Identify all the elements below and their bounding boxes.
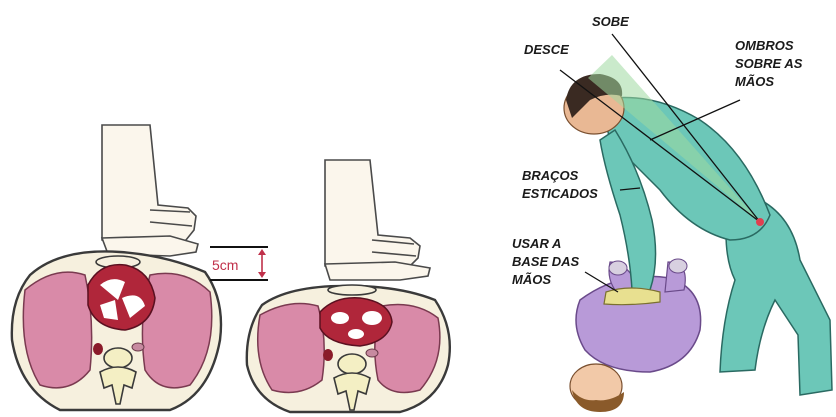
rescuer-hand-relaxed bbox=[102, 125, 198, 256]
pivot-point bbox=[756, 218, 764, 226]
heart-compressed bbox=[320, 298, 392, 346]
svg-text:BASE DAS: BASE DAS bbox=[512, 254, 580, 269]
aorta-compressed bbox=[323, 349, 333, 361]
left-lung-compressed bbox=[258, 303, 325, 392]
rescuer-hands bbox=[604, 288, 660, 305]
label-desce: DESCE bbox=[524, 42, 569, 57]
depth-label: 5cm bbox=[212, 257, 238, 273]
label-bracos: BRAÇOS ESTICADOS bbox=[522, 168, 598, 201]
chest-cross-section-compressed bbox=[247, 160, 450, 412]
svg-text:OMBROS: OMBROS bbox=[735, 38, 794, 53]
svg-text:USAR A: USAR A bbox=[512, 236, 561, 251]
esophagus bbox=[132, 343, 144, 351]
left-lung bbox=[23, 272, 91, 388]
svg-text:MÃOS: MÃOS bbox=[735, 74, 774, 89]
chest-cross-section-relaxed bbox=[12, 125, 221, 410]
sternum-compressed bbox=[328, 285, 376, 295]
label-sobe: SOBE bbox=[592, 14, 629, 29]
label-usar: USAR A BASE DAS MÃOS bbox=[512, 236, 580, 287]
svg-text:ESTICADOS: ESTICADOS bbox=[522, 186, 598, 201]
label-ombros: OMBROS SOBRE AS MÃOS bbox=[735, 38, 803, 89]
esophagus-compressed bbox=[366, 349, 378, 357]
rescuer-hand-compressed bbox=[325, 160, 430, 280]
aorta bbox=[93, 343, 103, 355]
svg-text:MÃOS: MÃOS bbox=[512, 272, 551, 287]
compression-depth-marker: 5cm bbox=[210, 247, 268, 280]
cpr-rescuer-figure bbox=[560, 34, 832, 412]
svg-text:BRAÇOS: BRAÇOS bbox=[522, 168, 579, 183]
svg-text:SOBRE AS: SOBRE AS bbox=[735, 56, 803, 71]
